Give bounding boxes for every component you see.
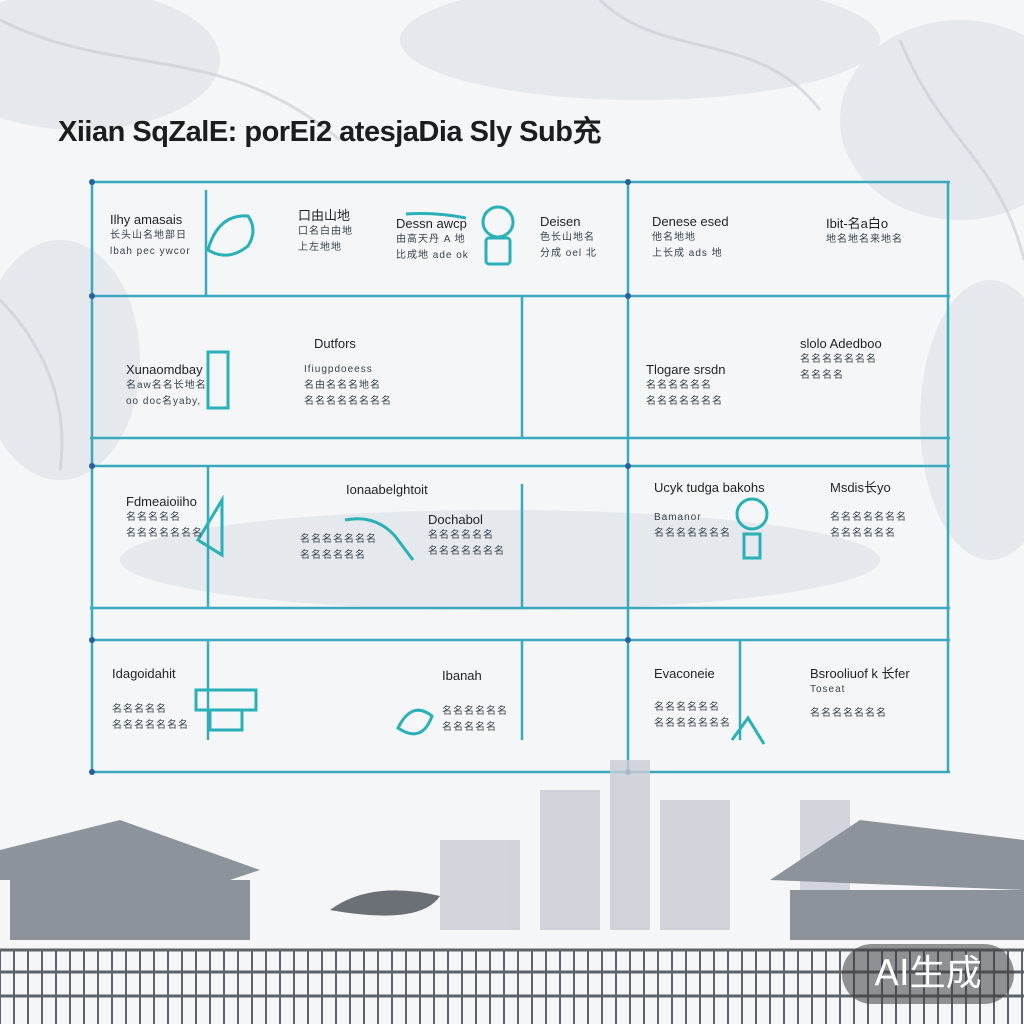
cell-11-head: Fdmeaioiiho (126, 494, 197, 509)
ai-generated-badge: AI生成 (842, 944, 1014, 1004)
badge-icon (735, 497, 769, 531)
cell-11-line-2: 名名名名名名名 (126, 528, 203, 539)
cell-11: Fdmeaioiiho 名名名名名 名名名名名名名 (126, 494, 203, 542)
door-icon (206, 350, 230, 410)
cell-9-line-1: 名名名名名名 (646, 380, 712, 391)
cell-9-head: Tlogare srsdn (646, 362, 726, 377)
cell-12: Ionaabelghtoit 名名名名名名名 名名名名名名 (300, 482, 428, 564)
cell-8-head: Dutfors (314, 336, 356, 351)
cell-18: Evaconeie 名名名名名名 名名名名名名名 (654, 666, 731, 732)
cell-6-head: Ibit-名a白o (826, 216, 889, 231)
cell-10-line-1: 名名名名名名名 (800, 354, 877, 365)
cell-7-line-2: oo doc名yaby, (126, 396, 202, 407)
cell-4-line-2: 分成 oel 北 (540, 248, 597, 259)
arrow-icon (730, 715, 766, 745)
cell-16-line-1: 名名名名名 (112, 704, 167, 715)
page-title: Xiian SqZalE: porEi2 atesjaDia Sly Sub充 (58, 116, 601, 148)
cell-9-line-2: 名名名名名名名 (646, 396, 723, 407)
cell-14-line-2: 名名名名名名名 (654, 528, 731, 539)
cell-3: Dessn awcp 由高天丹 A 地 比成地 ade ok (396, 216, 469, 264)
cell-15-line-2: 名名名名名名 (830, 528, 896, 539)
cell-19-line-2: 名名名名名名名 (810, 708, 887, 719)
lamp-icon (481, 205, 515, 239)
cell-17-line-2: 名名名名名 (442, 722, 497, 733)
cell-17-head: Ibanah (442, 668, 482, 683)
cell-6: Ibit-名a白o 地名地名来地名 (826, 216, 903, 248)
cell-4: Deisen 色长山地名 分成 oel 北 (540, 214, 597, 262)
cell-3-head: Dessn awcp (396, 216, 467, 231)
cell-14-line-1: Bamanor (654, 512, 702, 523)
cell-3-line-1: 由高天丹 A 地 (396, 234, 466, 245)
city-skyline (0, 760, 1024, 1024)
cell-1-line-2: lbah pec ywcor (110, 246, 191, 257)
cell-5: Denese esed 他名地地 上长成 ads 地 (652, 214, 729, 262)
cell-10: slolo Adedboo 名名名名名名名 名名名名 (800, 336, 882, 384)
cell-8: Dutfors Ifiugpdoeess 名由名名名地名 名名名名名名名名 (304, 336, 392, 410)
cell-19: Bsrooliuof k 长fer Toseat 名名名名名名名 (810, 666, 910, 722)
cell-2-line-1: 口名白由地 (298, 226, 353, 237)
cell-16: Idagoidahit 名名名名名 名名名名名名名 (112, 666, 189, 734)
cell-1-line-1: 长头山名地部日 (110, 230, 187, 241)
cell-14-head: Ucyk tudga bakohs (654, 480, 765, 495)
cell-18-line-1: 名名名名名名 (654, 702, 720, 713)
cell-13-line-2: 名名名名名名名 (428, 546, 505, 557)
cell-15-line-1: 名名名名名名名 (830, 512, 907, 523)
cell-8-line-3: 名名名名名名名名 (304, 396, 392, 407)
cell-17-line-1: 名名名名名名 (442, 706, 508, 717)
cell-13-head: Dochabol (428, 512, 483, 527)
cell-19-line-1: Toseat (810, 684, 846, 695)
cell-7: Xunaomdbay 名aw名名长地名 oo doc名yaby, (126, 362, 207, 410)
cell-15: Msdis长yo 名名名名名名名 名名名名名名 (830, 480, 907, 542)
cell-5-head: Denese esed (652, 214, 729, 229)
cell-7-head: Xunaomdbay (126, 362, 203, 377)
cell-18-line-2: 名名名名名名名 (654, 718, 731, 729)
cell-16-head: Idagoidahit (112, 666, 176, 681)
cell-13: Dochabol 名名名名名名 名名名名名名名 (428, 512, 505, 560)
face-icon (206, 214, 255, 257)
cell-2: 口由山地 口名白由地 上左地地 (298, 208, 353, 256)
cell-14: Ucyk tudga bakohs Bamanor 名名名名名名名 (654, 480, 765, 542)
cell-6-line-1: 地名地名来地名 (826, 234, 903, 245)
cell-5-line-1: 他名地地 (652, 232, 696, 243)
cell-1-head: Ilhy amasais (110, 212, 183, 227)
cell-18-head: Evaconeie (654, 666, 715, 681)
leaf-icon (396, 708, 434, 736)
cell-17: Ibanah 名名名名名名 名名名名名 (442, 668, 508, 736)
cell-10-line-2: 名名名名 (800, 370, 844, 381)
cell-5-line-2: 上长成 ads 地 (652, 248, 723, 259)
cell-8-line-2: 名由名名名地名 (304, 380, 381, 391)
cell-7-line-1: 名aw名名长地名 (126, 380, 207, 391)
cell-8-line-1: Ifiugpdoeess (304, 364, 373, 375)
cell-4-line-1: 色长山地名 (540, 232, 595, 243)
cell-9: Tlogare srsdn 名名名名名名 名名名名名名名 (646, 362, 725, 410)
cell-12-line-2: 名名名名名名 (300, 550, 366, 561)
cell-12-head: Ionaabelghtoit (346, 482, 428, 497)
cell-11-line-1: 名名名名名 (126, 512, 181, 523)
cell-3-line-2: 比成地 ade ok (396, 250, 469, 261)
cell-16-line-2: 名名名名名名名 (112, 720, 189, 731)
cell-19-head: Bsrooliuof k 长fer (810, 666, 910, 681)
triangle-icon (195, 494, 224, 558)
cell-2-head: 口由山地 (298, 208, 351, 223)
cell-15-head: Msdis长yo (830, 480, 891, 495)
cell-2-line-2: 上左地地 (298, 242, 342, 253)
cell-13-line-1: 名名名名名名 (428, 530, 494, 541)
cell-12-line-1: 名名名名名名名 (300, 534, 377, 545)
cell-1: Ilhy amasais 长头山名地部日 lbah pec ywcor (110, 212, 191, 260)
cell-4-head: Deisen (540, 214, 581, 229)
mechanism-icon (194, 688, 258, 732)
cell-10-head: slolo Adedboo (800, 336, 882, 351)
